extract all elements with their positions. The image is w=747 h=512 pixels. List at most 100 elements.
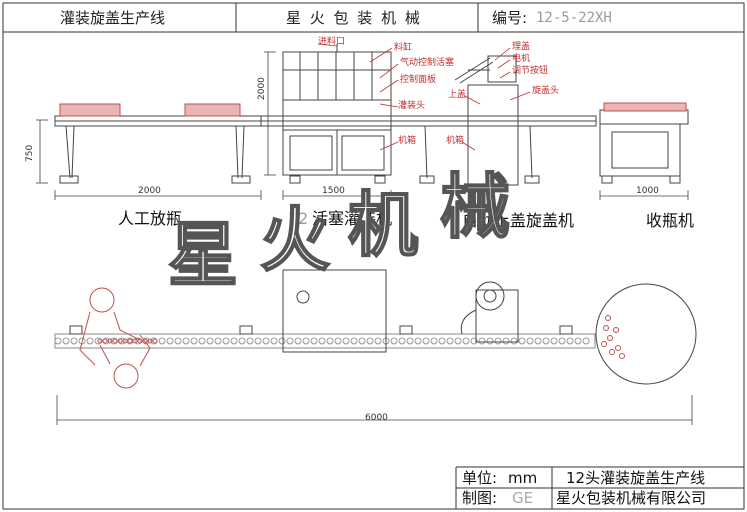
chain-link bbox=[62, 337, 70, 345]
collected-bottle bbox=[613, 327, 619, 333]
bottle-marker bbox=[117, 338, 123, 344]
chain-link bbox=[582, 337, 590, 345]
callout-cabinet-filler: 机箱 bbox=[398, 136, 417, 146]
chain-link bbox=[566, 337, 574, 345]
bottle-marker bbox=[147, 338, 153, 344]
chain-link bbox=[534, 337, 542, 345]
dim-manual-section: 2000 bbox=[138, 186, 161, 196]
chain-link bbox=[510, 337, 518, 345]
chain-link bbox=[358, 337, 366, 345]
section-manual: 人工放瓶 bbox=[118, 209, 183, 228]
chain-link bbox=[414, 337, 422, 345]
bottle-marker bbox=[97, 338, 103, 344]
chain-link bbox=[342, 337, 350, 345]
drawing-no: 12-5-22XH bbox=[536, 10, 612, 26]
chain-link bbox=[230, 337, 238, 345]
bottles-collector bbox=[603, 102, 687, 112]
bottle-marker bbox=[102, 338, 108, 344]
watermark-char-1: 星 bbox=[167, 213, 239, 296]
chain-link bbox=[462, 337, 470, 345]
chain-link bbox=[302, 337, 310, 345]
chain-link bbox=[374, 337, 382, 345]
dim-filler-section: 1500 bbox=[322, 186, 345, 196]
unit-label: 单位: bbox=[462, 469, 498, 487]
callout-filling-head: 灌装头 bbox=[398, 101, 426, 111]
collected-bottle bbox=[603, 325, 609, 331]
chain-link bbox=[446, 337, 454, 345]
chain-link bbox=[270, 337, 278, 345]
chain-link bbox=[94, 337, 102, 345]
chain-link bbox=[478, 337, 486, 345]
chain-link bbox=[214, 337, 222, 345]
bottle-marker bbox=[112, 338, 118, 344]
chain-link bbox=[430, 337, 438, 345]
chain-link bbox=[166, 337, 174, 345]
bottles-left-1 bbox=[59, 103, 121, 117]
dim-conveyor-height: 750 bbox=[25, 144, 35, 162]
section-collector: 收瓶机 bbox=[646, 211, 695, 230]
callout-capping-head: 旋盖头 bbox=[532, 86, 560, 96]
chain-link bbox=[158, 337, 166, 345]
chain-link bbox=[174, 337, 182, 345]
chain-link bbox=[182, 337, 190, 345]
callout-pneumatic-piston: 气动控制活塞 bbox=[400, 58, 455, 68]
chain-link bbox=[278, 337, 286, 345]
collected-bottle bbox=[615, 345, 621, 351]
bottle-marker bbox=[137, 338, 143, 344]
dim-collect-section: 1000 bbox=[636, 186, 659, 196]
drafter-value: GE bbox=[512, 489, 534, 507]
chain-link bbox=[222, 337, 230, 345]
chain-link bbox=[86, 337, 94, 345]
bottle-marker bbox=[122, 338, 128, 344]
company-short: 星 火 包 装 机 械 bbox=[286, 9, 422, 27]
watermark-char-3: 机 bbox=[347, 183, 419, 266]
bottle-marker bbox=[127, 338, 133, 344]
chain-link bbox=[326, 337, 334, 345]
bottle-marker bbox=[132, 338, 138, 344]
callout-cap-loading: 上盖 bbox=[448, 90, 467, 100]
callout-control-panel: 控制面板 bbox=[400, 75, 437, 85]
watermark-char-2: 火 bbox=[259, 198, 331, 281]
callout-cabinet-capper: 机箱 bbox=[446, 136, 465, 146]
bottles-left-2 bbox=[184, 103, 241, 117]
chain-link bbox=[118, 337, 126, 345]
chain-link bbox=[398, 337, 406, 345]
chain-link bbox=[334, 337, 342, 345]
product-name: 12头灌装旋盖生产线 bbox=[566, 469, 706, 487]
company-full: 星火包装机械有限公司 bbox=[556, 489, 707, 507]
chain-link bbox=[558, 337, 566, 345]
chain-link bbox=[70, 337, 78, 345]
chain-link bbox=[262, 337, 270, 345]
chain-link bbox=[494, 337, 502, 345]
chain-link bbox=[486, 337, 494, 345]
callout-tank: 料缸 bbox=[394, 43, 413, 53]
chain-link bbox=[206, 337, 214, 345]
chain-link bbox=[238, 337, 246, 345]
callout-leaders bbox=[317, 43, 531, 151]
collected-bottle bbox=[601, 341, 607, 347]
chain-link bbox=[542, 337, 550, 345]
section-filler: 活塞灌装机 bbox=[312, 209, 393, 228]
bottle-marker bbox=[152, 338, 158, 344]
chain-link bbox=[254, 337, 262, 345]
bottle-marker bbox=[142, 338, 148, 344]
chain-link bbox=[54, 337, 62, 345]
chain-link bbox=[350, 337, 358, 345]
chain-link bbox=[422, 337, 430, 345]
chain-link bbox=[406, 337, 414, 345]
section-capper: 自动上盖旋盖机 bbox=[462, 211, 575, 230]
chain-link bbox=[246, 337, 254, 345]
chain-link bbox=[438, 337, 446, 345]
chain-link bbox=[310, 337, 318, 345]
chain-link bbox=[502, 337, 510, 345]
callout-feed-port: 进料口 bbox=[318, 37, 346, 47]
collected-bottle bbox=[605, 315, 611, 321]
dimension-lines bbox=[36, 51, 693, 425]
chain-link bbox=[366, 337, 374, 345]
chain-link bbox=[318, 337, 326, 345]
chain-link bbox=[518, 337, 526, 345]
collected-bottle bbox=[609, 349, 615, 355]
